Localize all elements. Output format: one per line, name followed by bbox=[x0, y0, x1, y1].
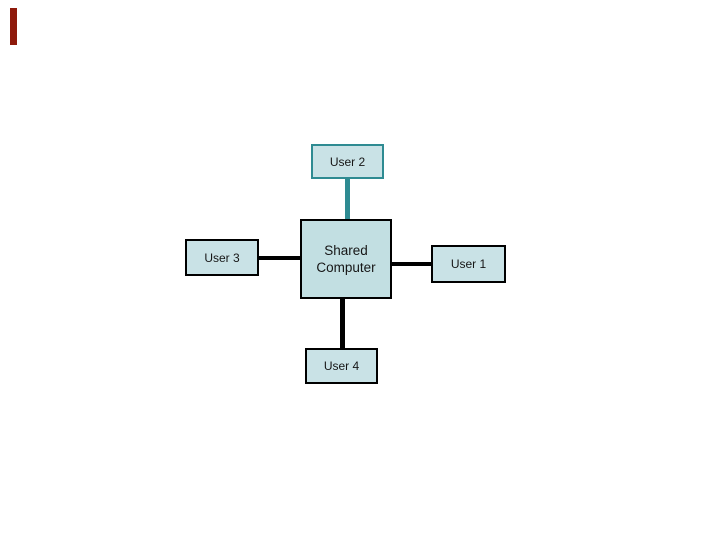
node-user-2-label: User 2 bbox=[329, 154, 366, 169]
node-user-3-label: User 3 bbox=[204, 250, 240, 265]
node-user-1-label: User 1 bbox=[450, 257, 487, 271]
node-user-4: User 4 bbox=[305, 348, 378, 384]
connector-shared-user4 bbox=[340, 298, 345, 349]
node-user-1: User 1 bbox=[431, 245, 506, 283]
node-shared-computer-label: Shared Computer bbox=[316, 243, 376, 275]
accent-bar bbox=[10, 8, 17, 45]
connector-user2-shared bbox=[345, 178, 350, 222]
connector-shared-user1 bbox=[391, 262, 432, 266]
connector-user3-shared bbox=[258, 256, 301, 260]
node-user-3: User 3 bbox=[185, 239, 259, 276]
node-shared-computer: Shared Computer bbox=[300, 219, 392, 299]
node-user-4-label: User 4 bbox=[323, 359, 360, 373]
node-user-2: User 2 bbox=[311, 144, 384, 179]
